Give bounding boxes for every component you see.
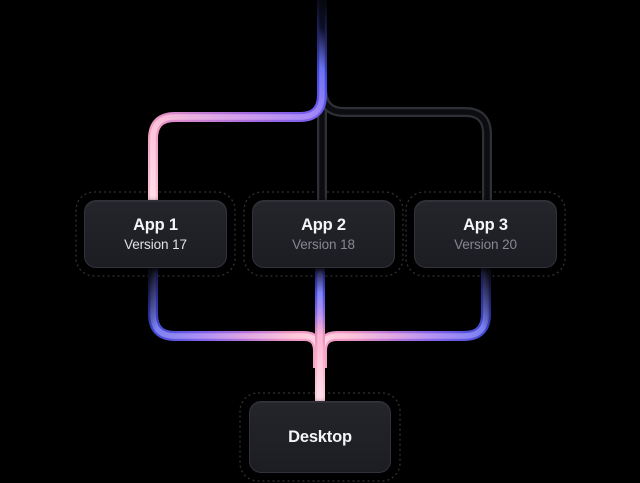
node-app1-version: Version 17 — [124, 237, 187, 252]
node-app2: App 2 Version 18 — [252, 200, 395, 268]
edge-root-app3 — [317, 87, 492, 206]
node-app3: App 3 Version 20 — [414, 200, 557, 268]
node-desktop: Desktop — [249, 401, 391, 473]
node-app3-label: App 3 — [463, 215, 508, 234]
node-app1: App 1 Version 17 — [84, 200, 227, 268]
node-desktop-label: Desktop — [288, 427, 352, 446]
edge-app1-desktop — [148, 264, 323, 368]
edge-app3-desktop — [317, 264, 491, 368]
node-app2-version: Version 18 — [292, 237, 355, 252]
edge-root-app1 — [148, 0, 327, 206]
node-app1-label: App 1 — [133, 215, 178, 234]
node-app2-label: App 2 — [301, 215, 346, 234]
node-app3-version: Version 20 — [454, 237, 517, 252]
